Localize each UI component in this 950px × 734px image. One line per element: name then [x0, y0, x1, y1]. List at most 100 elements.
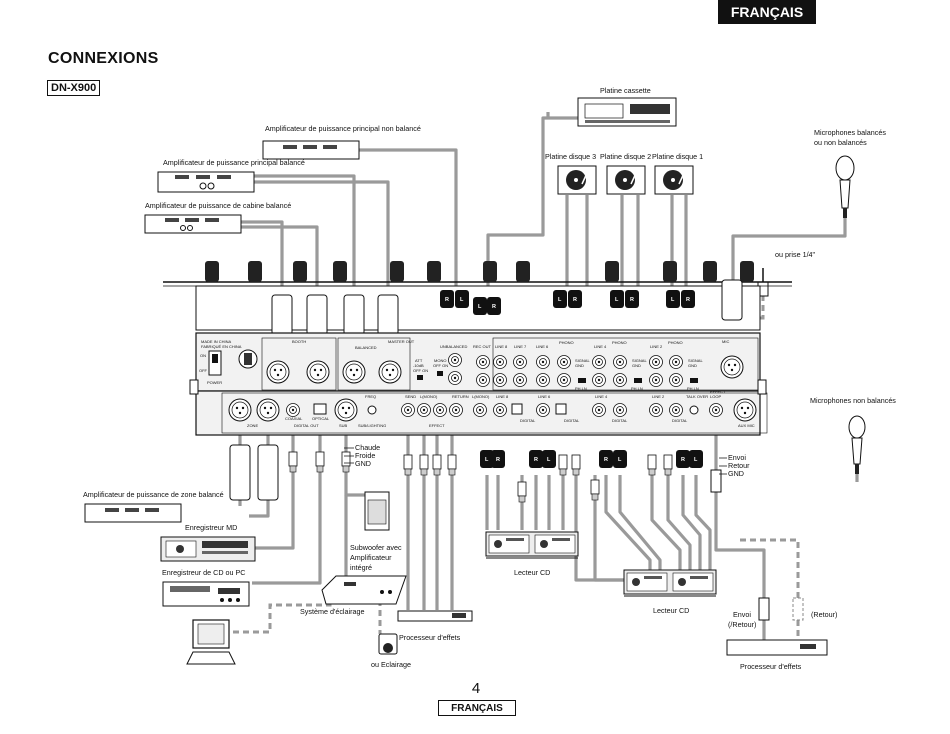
md-recorder-label: Enregistreur MD [185, 523, 237, 532]
zone-xlr-l[interactable] [256, 398, 280, 422]
jack-option-label: ou prise 1/4" [775, 250, 816, 259]
plug-r: R [604, 457, 608, 463]
optical-port[interactable] [313, 403, 327, 415]
master-out-label: MASTER OUT [388, 339, 415, 344]
signal-gnd-3: SIGNAL [575, 358, 590, 363]
line2-l-jack[interactable] [649, 373, 663, 387]
return-only-label: (Retour) [811, 610, 837, 619]
line5-l-jack[interactable] [557, 373, 571, 387]
rec-out-label: REC OUT [473, 344, 492, 349]
plug-l: L [618, 457, 622, 463]
line2-coax-jack[interactable] [649, 403, 663, 417]
zone-xlr-r[interactable] [228, 398, 252, 422]
line3-r-jack[interactable] [613, 355, 627, 369]
plug-r: R [534, 457, 538, 463]
pc-monitor [186, 619, 236, 665]
line4-r-jack[interactable] [592, 355, 606, 369]
amp-main-balanced-label: Amplificateur de puissance principal bal… [163, 158, 305, 167]
phono-1-label: PHONO [668, 340, 683, 345]
effects-processor-b-label: Processeur d'effets [740, 662, 802, 671]
return-r-jack[interactable] [433, 403, 447, 417]
effect-loop-jack[interactable] [709, 403, 723, 417]
line8-digital-jack[interactable] [473, 403, 487, 417]
made-in-label-2: FABRIQUÉ EN CHINA [201, 344, 242, 349]
made-in-label-1: MADE IN CHINA [201, 339, 232, 344]
line4-lower-label: LINE 4 [595, 394, 608, 399]
line7-r-jack[interactable] [513, 355, 527, 369]
line2-r-jack[interactable] [649, 355, 663, 369]
plug-l: L [671, 297, 675, 303]
rec-out-l-jack[interactable] [476, 373, 490, 387]
mics-balanced-label-1: Microphones balancés [814, 128, 886, 137]
line8-l-jack[interactable] [493, 373, 507, 387]
power-switch[interactable] [208, 350, 222, 376]
line8-optical[interactable] [511, 403, 523, 415]
line4-coax-jack[interactable] [592, 403, 606, 417]
mixer-knobs [205, 261, 754, 282]
subwoofer-label-2: Amplificateur [350, 553, 392, 562]
line1-r-jack[interactable] [669, 355, 683, 369]
line2-digital-jack[interactable] [669, 403, 683, 417]
line8-r-jack[interactable] [493, 355, 507, 369]
send-return-label-2: (/Retour) [728, 620, 756, 629]
line4-l-jack[interactable] [592, 373, 606, 387]
line8-coax-jack[interactable] [493, 403, 507, 417]
plug-r: R [496, 457, 500, 463]
turntable3-label: Platine disque 3 [545, 152, 596, 161]
line5-r-jack[interactable] [557, 355, 571, 369]
ph-ln-switch-1[interactable] [690, 378, 698, 383]
effects-processor-a [397, 610, 473, 622]
att-switch[interactable] [417, 375, 423, 380]
coaxial-jack[interactable] [286, 403, 300, 417]
ph-ln-switch-3[interactable] [578, 378, 586, 383]
line8-label: LINE 8 [495, 344, 508, 349]
line1-l-jack[interactable] [669, 373, 683, 387]
mic-combo-jack[interactable] [720, 355, 744, 379]
booth-xlr-l[interactable] [306, 360, 330, 384]
plug-l: L [558, 297, 562, 303]
plug-l: L [615, 297, 619, 303]
booth-xlr-r[interactable] [266, 360, 290, 384]
effects-processor-b [726, 639, 828, 656]
turntable2-label: Platine disque 2 [600, 152, 651, 161]
line2-label: LINE 2 [650, 344, 663, 349]
cassette-deck [577, 97, 677, 127]
wiring-return: Retour [728, 461, 750, 470]
line6-coax-jack[interactable] [536, 403, 550, 417]
optical-label: OPTICAL [312, 416, 330, 421]
line6-r-jack[interactable] [536, 355, 550, 369]
master-xlr-r[interactable] [342, 360, 366, 384]
mono-switch[interactable] [437, 371, 443, 376]
ph-ln-switch-2[interactable] [634, 378, 642, 383]
power-on-label: ON [200, 353, 206, 358]
digital-out-label: DIGITAL OUT [294, 423, 319, 428]
line7-l-jack[interactable] [513, 373, 527, 387]
master-xlr-l[interactable] [378, 360, 402, 384]
footer-language: FRANÇAIS [438, 700, 516, 716]
freq-knob[interactable] [367, 405, 377, 415]
sub-label: SUB [339, 423, 348, 428]
master-unbal-l-jack[interactable] [448, 371, 462, 385]
sub-jack[interactable] [334, 398, 358, 422]
return-l-jack[interactable] [449, 403, 463, 417]
subwoofer-label-3: intégré [350, 563, 372, 572]
turntable-1 [654, 165, 694, 195]
master-unbal-r-jack[interactable] [448, 353, 462, 367]
line6-optical[interactable] [555, 403, 567, 415]
rec-out-r-jack[interactable] [476, 355, 490, 369]
talk-over-knob[interactable] [689, 405, 699, 415]
send-l-jack[interactable] [417, 403, 431, 417]
line3-l-jack[interactable] [613, 373, 627, 387]
page-title: CONNEXIONS [48, 50, 159, 67]
amp-booth [144, 214, 242, 234]
send-r-jack[interactable] [401, 403, 415, 417]
line4-digital-jack[interactable] [613, 403, 627, 417]
gnd-3: GND [575, 363, 584, 368]
plug-r: R [573, 297, 577, 303]
line6-l-jack[interactable] [536, 373, 550, 387]
cassette-label: Platine cassette [600, 86, 651, 95]
turntable-3 [557, 165, 597, 195]
cd-pc-recorder-label: Enregistreur de CD ou PC [162, 568, 246, 577]
aux-mic-jack[interactable] [733, 398, 757, 422]
signal-gnd-2: SIGNAL [632, 358, 647, 363]
